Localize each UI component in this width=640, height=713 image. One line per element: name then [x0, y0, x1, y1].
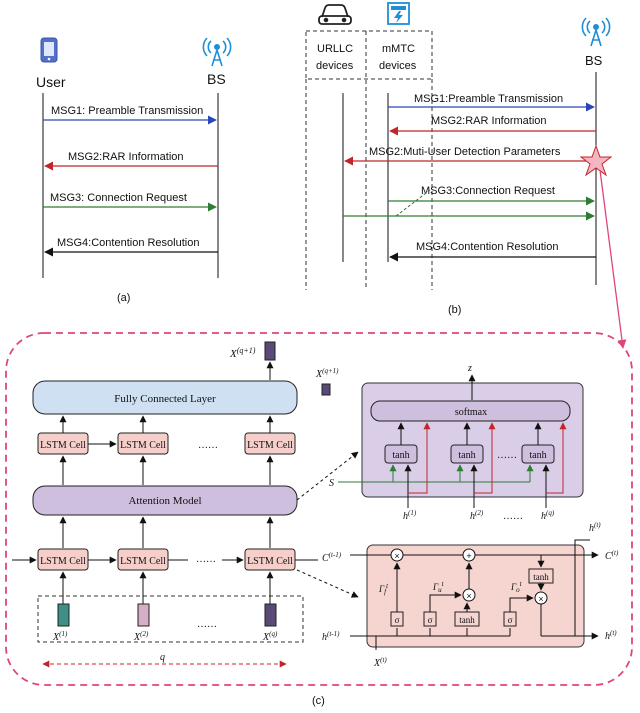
bs-label-b: BS	[585, 53, 603, 68]
mmtc-label-1: mMTC	[382, 43, 415, 55]
h2-label: h(2)	[470, 509, 484, 522]
add-node-label: +	[466, 551, 471, 561]
model-frame	[5, 332, 633, 686]
urllc-label-1: URLLC	[317, 43, 353, 55]
h2-bypass	[474, 422, 496, 494]
output-legend-label: X(q+1)	[315, 367, 339, 380]
tanh-1-label: tanh	[392, 450, 409, 461]
c-prev-label: C(t-1)	[322, 551, 342, 564]
msg2-label-a: MSG2:RAR Information	[68, 151, 184, 163]
bs-antenna-icon	[202, 37, 232, 67]
lstm-row-top: LSTM Cell LSTM Cell …… LSTM Cell	[37, 415, 296, 485]
hq-bypass	[546, 422, 567, 494]
gamma-f-label: Γft	[378, 582, 389, 596]
msg1-label-b: MSG1:Preamble Transmission	[414, 93, 563, 105]
x1-label: X(1)	[52, 630, 68, 643]
gamma-o-label: Γot	[510, 580, 523, 594]
output-gate-sigma-label: σ	[508, 615, 513, 625]
panel-c: X(q+1) X(q+1) Fully Connected Layer LSTM…	[5, 332, 633, 707]
cell-detail-arrow	[296, 569, 359, 598]
lstm-cell-top-1-label: LSTM Cell	[40, 440, 86, 451]
msg4-label-b: MSG4:Contention Resolution	[416, 241, 558, 253]
x-t-label: X(t)	[373, 656, 387, 669]
output-top-label: X(q+1)	[229, 346, 256, 360]
q-label: q	[160, 652, 165, 663]
lstm-cell-bottom-q-label: LSTM Cell	[247, 556, 293, 567]
lstm-cell-top-2-label: LSTM Cell	[120, 440, 166, 451]
c-next-label: C(t)	[605, 549, 619, 562]
panel-b: BS URLLC devices mMTC devices MSG1:Pream…	[305, 2, 613, 316]
lstm-cell-bottom-2-label: LSTM Cell	[120, 556, 166, 567]
forget-multiply-label: ×	[394, 551, 399, 561]
msg2b-label-b: MSG2:Muti-User Detection Parameters	[369, 146, 561, 158]
h-ellipsis: ……	[503, 511, 523, 522]
fc-layer-label: Fully Connected Layer	[114, 393, 216, 405]
attention-label: Attention Model	[128, 495, 201, 507]
update-to-mult	[429, 591, 462, 612]
gamma-u-label: Γut	[432, 580, 445, 594]
panel-a: User BS MSG1: Preamble Transmission MSG2…	[36, 37, 232, 304]
output-gate-to-mult	[509, 594, 534, 612]
lstm-top-ellipsis: ……	[198, 440, 218, 451]
fully-connected-layer	[32, 380, 298, 415]
msg4-label-a: MSG4:Contention Resolution	[57, 237, 199, 249]
input-x1-block	[57, 603, 70, 627]
caption-c: (c)	[312, 695, 325, 707]
tanh-2-label: tanh	[458, 450, 475, 461]
tanh-q-label: tanh	[529, 450, 546, 461]
hq-label: h(q)	[541, 509, 555, 522]
mmtc-label-2: devices	[379, 60, 417, 72]
device-icon	[387, 2, 410, 25]
update-multiply-label: ×	[466, 591, 471, 601]
lstm-row-bottom: LSTM Cell LSTM Cell …… LSTM Cell	[12, 516, 359, 598]
output-block	[264, 341, 276, 361]
bs-label-a: BS	[207, 71, 226, 87]
softmax-label: softmax	[455, 407, 487, 418]
z-label: z	[467, 363, 472, 374]
update-gate-sigma-label: σ	[428, 615, 433, 625]
input-x2-block	[137, 603, 150, 627]
h-out-branch	[574, 539, 590, 636]
candidate-tanh-label: tanh	[459, 615, 475, 625]
msg2-label-b: MSG2:RAR Information	[431, 115, 547, 127]
attention-detail-arrow	[296, 451, 359, 501]
h1-bypass	[408, 422, 431, 494]
caption-a: (a)	[117, 292, 130, 304]
forget-gate-sigma-label: σ	[395, 615, 400, 625]
user-label: User	[36, 74, 66, 90]
output-legend-block	[321, 383, 331, 396]
output-multiply-label: ×	[538, 594, 543, 604]
attention-detail-panel	[361, 382, 584, 498]
car-icon	[318, 4, 352, 25]
x2-label: X(2)	[133, 630, 149, 643]
device-group-box	[305, 30, 433, 80]
star-to-model-arrow	[599, 169, 627, 349]
cell-tanh-label: tanh	[533, 572, 549, 582]
h-out-label: h(t)	[589, 521, 601, 534]
h1-label: h(1)	[403, 509, 417, 522]
bs-antenna-icon-b	[581, 17, 611, 47]
xq-label: X(q)	[262, 630, 278, 643]
caption-b: (b)	[448, 304, 461, 316]
s-label: S	[329, 478, 334, 489]
attention-model	[32, 485, 298, 516]
msg3-link-dash	[395, 189, 431, 217]
input-sequence-box	[37, 595, 304, 643]
lstm-cell-top-q-label: LSTM Cell	[247, 440, 293, 451]
phone-icon	[40, 37, 58, 63]
collision-star-icon	[579, 144, 613, 177]
input-ellipsis: ……	[197, 619, 217, 630]
msg1-label-a: MSG1: Preamble Transmission	[51, 105, 203, 117]
msg3-label-b: MSG3:Connection Request	[421, 185, 555, 197]
urllc-label-2: devices	[316, 60, 354, 72]
lstm-cell-bottom-1-label: LSTM Cell	[40, 556, 86, 567]
lstm-bottom-ellipsis: ……	[196, 554, 216, 565]
msg3-label-a: MSG3: Connection Request	[50, 192, 187, 204]
softmax-block	[370, 400, 571, 422]
h-next-label: h(t)	[605, 629, 617, 642]
h-prev-label: h(t-1)	[322, 630, 340, 643]
input-xq-block	[264, 603, 277, 627]
tanh-ellipsis: ……	[497, 450, 517, 461]
